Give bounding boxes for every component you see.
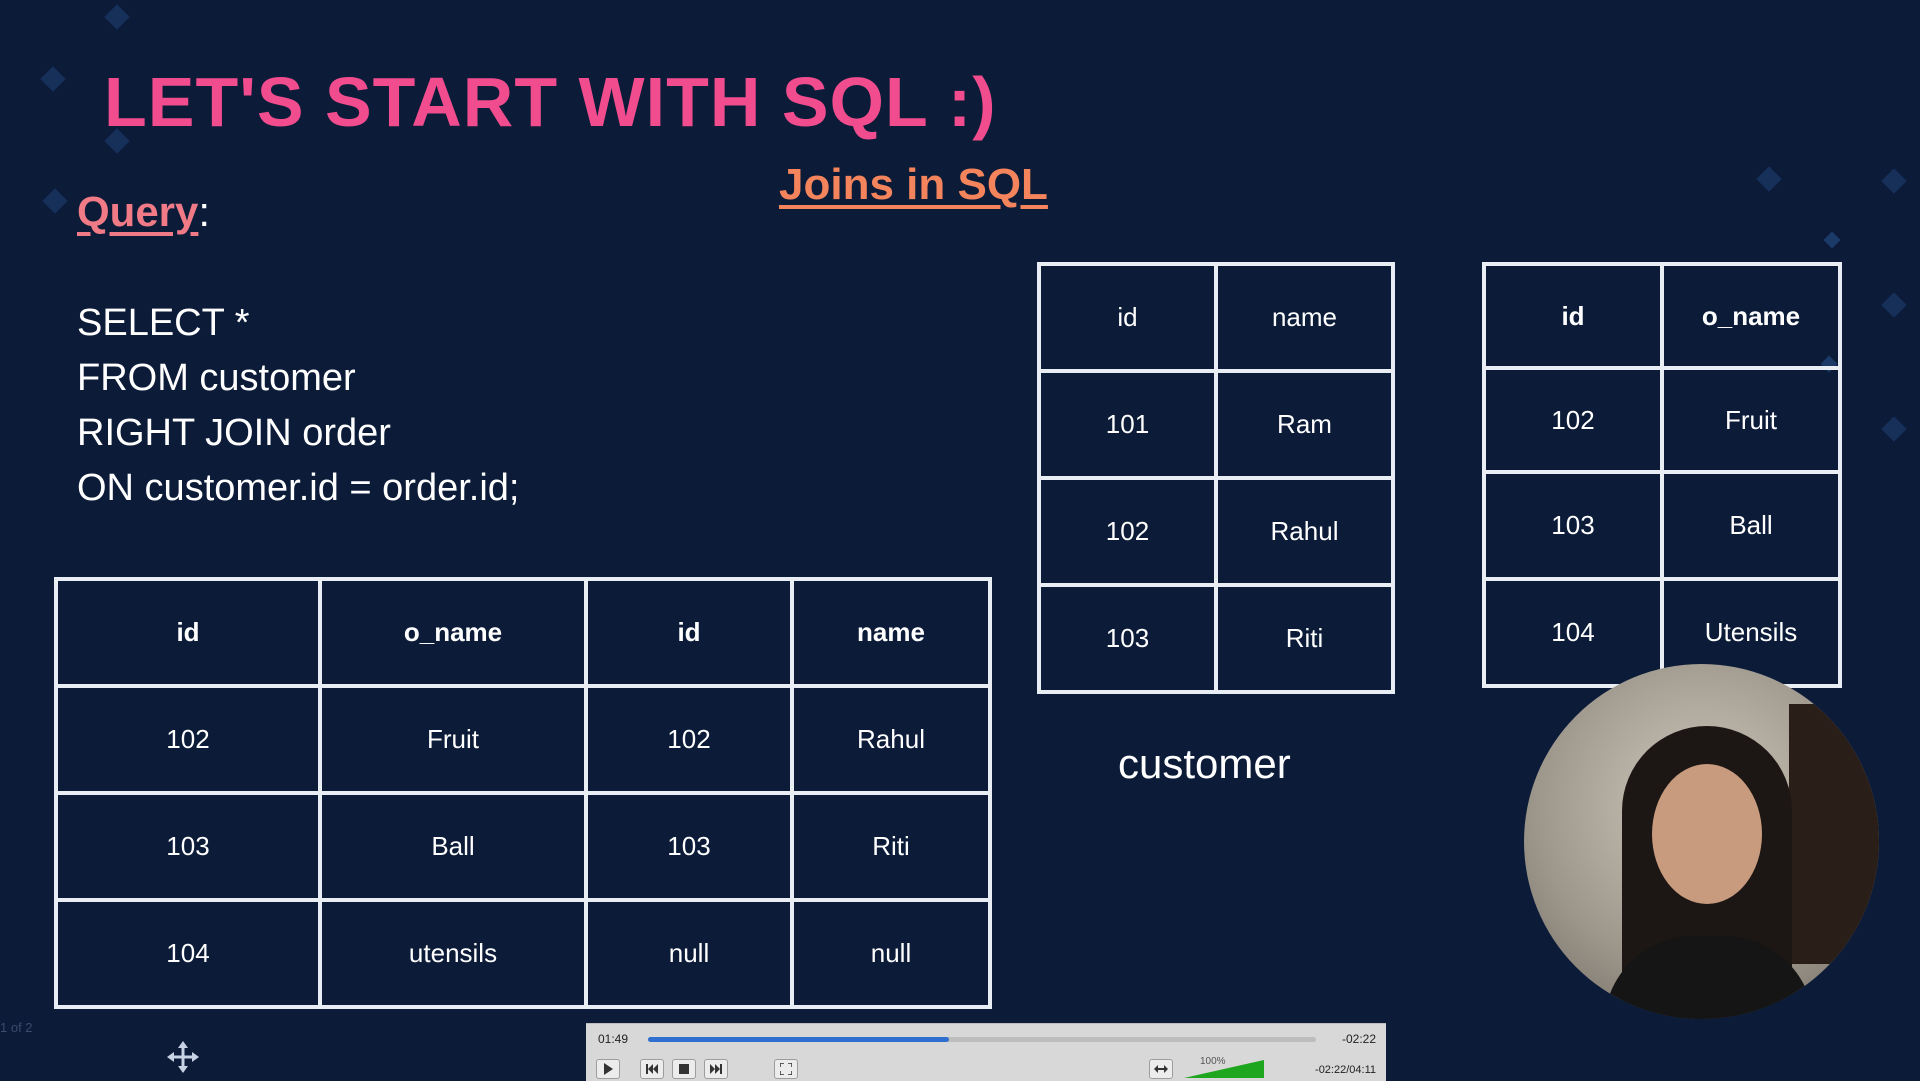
table-cell: 102 bbox=[54, 684, 322, 795]
seek-progress bbox=[648, 1037, 949, 1042]
table-cell: 103 bbox=[584, 791, 794, 902]
table-header-cell: id bbox=[584, 577, 794, 688]
seek-bar[interactable] bbox=[648, 1037, 1316, 1042]
fullscreen-icon bbox=[779, 1062, 793, 1076]
slide-subtitle: Joins in SQL bbox=[779, 160, 1048, 209]
sql-query: SELECT * FROM customer RIGHT JOIN order … bbox=[77, 296, 519, 516]
table-header-cell: name bbox=[1214, 262, 1395, 373]
table-header-cell: o_name bbox=[318, 577, 588, 688]
elapsed-time: 01:49 bbox=[598, 1032, 629, 1046]
sql-line: SELECT * bbox=[77, 302, 250, 344]
order-table: id o_name 102 Fruit 103 Ball 104 Utensil… bbox=[1482, 262, 1842, 688]
volume-level: 100% bbox=[1200, 1056, 1226, 1067]
table-cell: 104 bbox=[1482, 577, 1664, 688]
remaining-time: -02:22 bbox=[1341, 1032, 1376, 1046]
table-header-cell: id bbox=[1037, 262, 1218, 373]
background-diamond bbox=[42, 188, 68, 214]
table-header-cell: o_name bbox=[1660, 262, 1842, 370]
table-cell: utensils bbox=[318, 898, 588, 1009]
table-cell: 102 bbox=[1037, 476, 1218, 587]
slide-heading: LET'S START WITH SQL :) bbox=[104, 63, 997, 141]
table-row: 101 Ram bbox=[1037, 369, 1395, 480]
aspect-ratio-icon bbox=[1154, 1065, 1168, 1073]
background-diamond bbox=[1756, 166, 1782, 192]
table-header-cell: name bbox=[790, 577, 992, 688]
table-row: 102 Rahul bbox=[1037, 476, 1395, 587]
time-position-total: -02:22/04:11 bbox=[1315, 1064, 1376, 1076]
table-row: 103 Ball bbox=[1482, 470, 1842, 581]
sql-line: FROM customer bbox=[77, 357, 356, 399]
move-arrows-icon[interactable] bbox=[166, 1040, 200, 1074]
presenter-webcam bbox=[1524, 664, 1879, 1019]
table-header-row: id o_name id name bbox=[54, 577, 992, 688]
table-cell: 104 bbox=[54, 898, 322, 1009]
table-cell: 103 bbox=[1482, 470, 1664, 581]
table-row: 103 Ball 103 Riti bbox=[54, 791, 992, 902]
table-header-cell: id bbox=[54, 577, 322, 688]
table-cell: null bbox=[584, 898, 794, 1009]
stop-icon bbox=[679, 1064, 689, 1074]
volume-slider[interactable]: 100% bbox=[1184, 1056, 1264, 1078]
skip-back-icon bbox=[646, 1064, 658, 1074]
customer-table: id name 101 Ram 102 Rahul 103 Riti bbox=[1037, 262, 1395, 694]
table-header-cell: id bbox=[1482, 262, 1664, 370]
skip-forward-button[interactable] bbox=[704, 1059, 728, 1079]
play-button[interactable] bbox=[596, 1059, 620, 1079]
skip-forward-icon bbox=[710, 1064, 722, 1074]
table-cell: 103 bbox=[54, 791, 322, 902]
table-cell: Riti bbox=[790, 791, 992, 902]
table-cell: Ball bbox=[318, 791, 588, 902]
table-cell: 102 bbox=[1482, 366, 1664, 474]
webcam-background-door bbox=[1789, 704, 1879, 964]
table-row: 104 utensils null null bbox=[54, 898, 992, 1009]
table-cell: Riti bbox=[1214, 583, 1395, 694]
table-cell: Rahul bbox=[1214, 476, 1395, 587]
customer-table-caption: customer bbox=[1118, 740, 1291, 787]
sql-line: ON customer.id = order.id; bbox=[77, 467, 520, 509]
page-indicator: 1 of 2 bbox=[0, 1020, 33, 1035]
video-player-controls: 01:49 -02:22 100% -02:22/04:11 bbox=[586, 1023, 1386, 1081]
background-diamond bbox=[40, 66, 66, 92]
table-header-row: id o_name bbox=[1482, 262, 1842, 370]
table-cell: Fruit bbox=[318, 684, 588, 795]
table-row: 103 Riti bbox=[1037, 583, 1395, 694]
table-row: 102 Fruit 102 Rahul bbox=[54, 684, 992, 795]
table-cell: Fruit bbox=[1660, 366, 1842, 474]
query-label: Query: bbox=[77, 188, 210, 236]
result-table: id o_name id name 102 Fruit 102 Rahul 10… bbox=[54, 577, 992, 1009]
background-diamond bbox=[1881, 416, 1907, 442]
play-icon bbox=[604, 1063, 613, 1075]
background-diamond bbox=[1823, 231, 1841, 249]
background-diamond bbox=[104, 4, 130, 30]
table-cell: 103 bbox=[1037, 583, 1218, 694]
table-cell: 102 bbox=[584, 684, 794, 795]
stop-button[interactable] bbox=[672, 1059, 696, 1079]
sql-line: RIGHT JOIN order bbox=[77, 412, 391, 454]
presenter-face bbox=[1652, 764, 1762, 904]
background-diamond bbox=[1881, 292, 1907, 318]
table-cell: Ram bbox=[1214, 369, 1395, 480]
table-cell: 101 bbox=[1037, 369, 1218, 480]
table-row: 102 Fruit bbox=[1482, 366, 1842, 474]
table-header-row: id name bbox=[1037, 262, 1395, 373]
fullscreen-button[interactable] bbox=[774, 1059, 798, 1079]
table-cell: Utensils bbox=[1660, 577, 1842, 688]
query-label-text: Query bbox=[77, 188, 199, 235]
background-diamond bbox=[1881, 168, 1907, 194]
table-cell: Rahul bbox=[790, 684, 992, 795]
table-cell: Ball bbox=[1660, 470, 1842, 581]
volume-icon bbox=[1184, 1060, 1264, 1078]
skip-back-button[interactable] bbox=[640, 1059, 664, 1079]
table-row: 104 Utensils bbox=[1482, 577, 1842, 688]
aspect-ratio-button[interactable] bbox=[1149, 1059, 1173, 1079]
query-label-colon: : bbox=[198, 188, 211, 235]
table-cell: null bbox=[790, 898, 992, 1009]
